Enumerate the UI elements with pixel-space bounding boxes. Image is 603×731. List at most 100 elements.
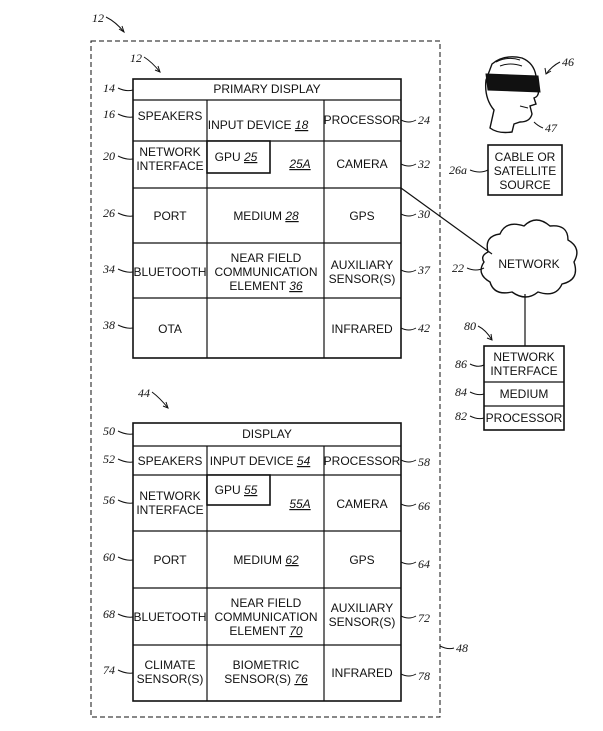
ref-84: 84 <box>455 385 467 399</box>
primary-ota: OTA <box>158 322 182 336</box>
primary-medium: MEDIUM <box>233 209 282 223</box>
secondary-biometric-line1: BIOMETRIC <box>233 658 300 672</box>
primary-nfc-line1: NEAR FIELD <box>231 251 302 265</box>
primary-input-ref: 18 <box>295 118 309 132</box>
ref-26a: 26a <box>449 163 467 177</box>
ref-46: 46 <box>562 55 574 69</box>
source-line2: SATELLITE <box>494 164 556 178</box>
ref-12-inner: 12 <box>130 51 142 65</box>
ref-20: 20 <box>103 149 115 163</box>
secondary-nfc-line2: COMMUNICATION <box>214 610 317 624</box>
secondary-network-label: NETWORK <box>139 489 200 503</box>
ref-66: 66 <box>418 499 430 513</box>
ref-12-outer: 12 <box>92 11 104 25</box>
secondary-gpu-ref: 55 <box>244 483 258 497</box>
ref-47: 47 <box>545 121 558 135</box>
secondary-interface-label: INTERFACE <box>136 503 203 517</box>
ref-74: 74 <box>103 663 115 677</box>
primary-gpu: GPU <box>215 150 241 164</box>
outer-dashed-boundary <box>90 40 441 718</box>
primary-gpu-memory-ref: 25A <box>288 157 310 171</box>
svg-text:MEDIUM 62: MEDIUM 62 <box>233 553 299 567</box>
ref-24: 24 <box>418 113 430 127</box>
secondary-aux-line2: SENSOR(S) <box>329 615 396 629</box>
remote-processor: PROCESSOR <box>486 411 563 425</box>
display-network-connection <box>400 187 493 255</box>
svg-text:MEDIUM 28: MEDIUM 28 <box>233 209 299 223</box>
remote-network-line2: INTERFACE <box>490 364 557 378</box>
primary-aux-line1: AUXILIARY <box>331 258 393 272</box>
ref-30: 30 <box>417 207 430 221</box>
secondary-display-block: DISPLAY SPEAKERS INPUT DEVICE 54 PROCESS… <box>132 422 402 702</box>
secondary-port: PORT <box>153 553 187 567</box>
primary-processor: PROCESSOR <box>324 113 401 127</box>
primary-medium-ref: 28 <box>284 209 299 223</box>
ref-86: 86 <box>455 357 467 371</box>
secondary-input-ref: 54 <box>297 454 311 468</box>
secondary-medium: MEDIUM <box>233 553 282 567</box>
ref-16: 16 <box>103 107 115 121</box>
secondary-climate-line2: SENSOR(S) <box>137 672 204 686</box>
primary-interface-label: INTERFACE <box>136 159 203 173</box>
svg-text:ELEMENT 36: ELEMENT 36 <box>229 279 302 293</box>
secondary-bluetooth: BLUETOOTH <box>133 610 206 624</box>
ref-80: 80 <box>464 319 476 333</box>
network-label: NETWORK <box>498 257 559 271</box>
secondary-biometric-ref: 76 <box>294 672 308 686</box>
svg-text:ELEMENT 70: ELEMENT 70 <box>229 624 302 638</box>
ref-82: 82 <box>455 409 467 423</box>
ref-64: 64 <box>418 557 430 571</box>
secondary-biometric-line2: SENSOR(S) <box>224 672 291 686</box>
svg-text:INPUT DEVICE 18: INPUT DEVICE 18 <box>208 118 309 132</box>
secondary-input-device: INPUT DEVICE <box>210 454 294 468</box>
svg-text:GPU 25: GPU 25 <box>215 150 258 164</box>
secondary-camera: CAMERA <box>336 497 387 511</box>
ref-32: 32 <box>417 157 430 171</box>
secondary-gpu: GPU <box>215 483 241 497</box>
svg-text:INPUT DEVICE 54: INPUT DEVICE 54 <box>210 454 311 468</box>
secondary-gps: GPS <box>349 553 374 567</box>
source-line3: SOURCE <box>499 178 550 192</box>
ref-44: 44 <box>138 386 150 400</box>
remote-server-block: NETWORK INTERFACE MEDIUM PROCESSOR <box>483 345 565 431</box>
secondary-speakers: SPEAKERS <box>138 454 203 468</box>
secondary-nfc-ref: 70 <box>289 624 303 638</box>
primary-network-label: NETWORK <box>139 145 200 159</box>
ref-60: 60 <box>103 550 115 564</box>
ref-26: 26 <box>103 206 115 220</box>
primary-input-device: INPUT DEVICE <box>208 118 292 132</box>
primary-gpu-ref: 25 <box>243 150 258 164</box>
secondary-aux-line1: AUXILIARY <box>331 601 393 615</box>
ref-42: 42 <box>418 321 430 335</box>
svg-text:GPU 55: GPU 55 <box>215 483 258 497</box>
primary-display-block: PRIMARY DISPLAY SPEAKERS INPUT DEVICE 18… <box>132 78 402 359</box>
network-cloud-icon <box>480 219 578 298</box>
ref-34: 34 <box>102 262 115 276</box>
ref-56: 56 <box>103 493 115 507</box>
primary-bluetooth: BLUETOOTH <box>133 265 206 279</box>
svg-text:SENSOR(S) 76: SENSOR(S) 76 <box>224 672 308 686</box>
remote-medium: MEDIUM <box>500 387 549 401</box>
ref-50: 50 <box>103 424 115 438</box>
primary-port: PORT <box>153 209 187 223</box>
remote-network-line1: NETWORK <box>493 350 554 364</box>
secondary-display-title: DISPLAY <box>242 427 292 441</box>
primary-camera: CAMERA <box>336 157 387 171</box>
primary-speakers: SPEAKERS <box>138 109 203 123</box>
primary-aux-line2: SENSOR(S) <box>329 272 396 286</box>
secondary-medium-ref: 62 <box>285 553 299 567</box>
cable-satellite-source-box <box>487 144 563 196</box>
ref-58: 58 <box>418 455 430 469</box>
headset-user-icon <box>484 56 541 134</box>
primary-gps: GPS <box>349 209 374 223</box>
ref-37: 37 <box>417 263 431 277</box>
ref-22: 22 <box>452 261 464 275</box>
secondary-infrared: INFRARED <box>331 666 393 680</box>
secondary-climate-line1: CLIMATE <box>144 658 195 672</box>
ref-78: 78 <box>418 669 430 683</box>
ref-14: 14 <box>103 81 115 95</box>
source-line1: CABLE OR <box>495 150 556 164</box>
ref-68: 68 <box>103 607 115 621</box>
primary-nfc-ref: 36 <box>289 279 303 293</box>
